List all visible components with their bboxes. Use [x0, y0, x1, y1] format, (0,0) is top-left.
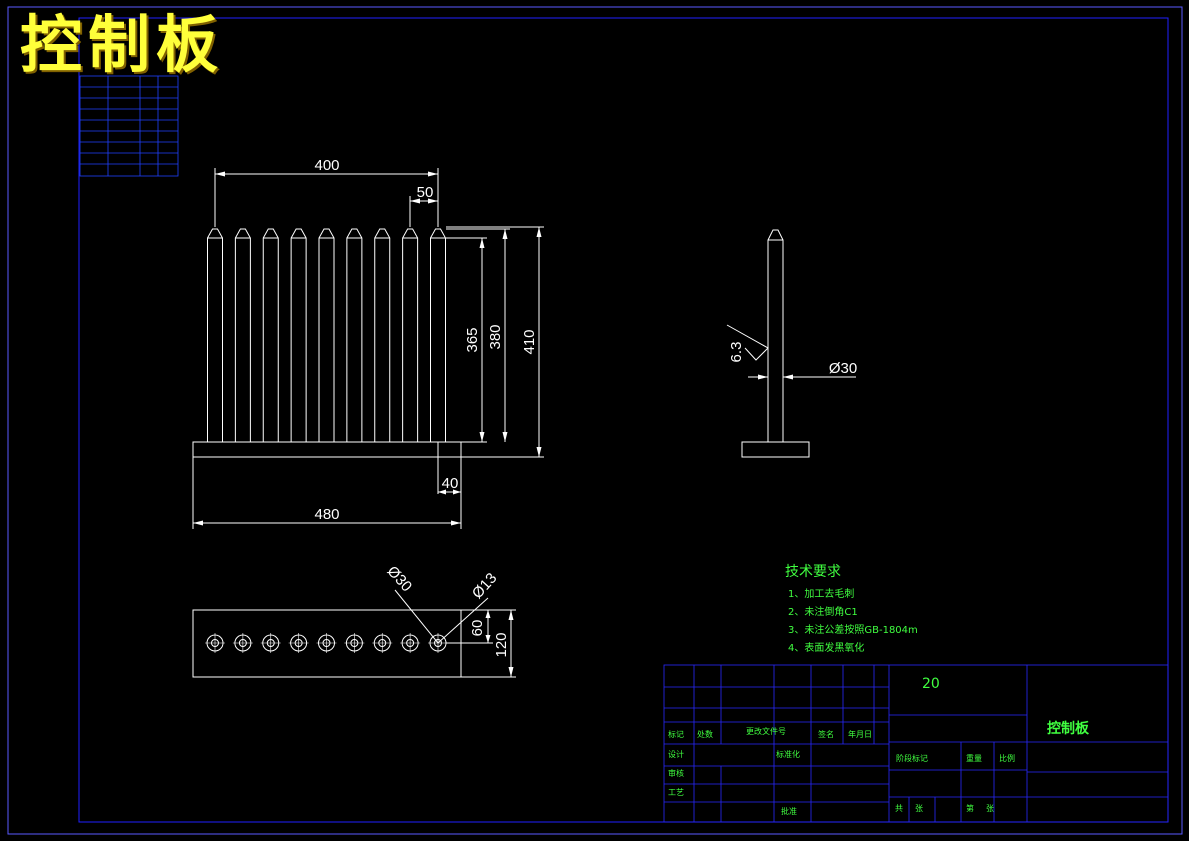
- tb-cell-review: 审核: [668, 768, 684, 778]
- side-dimension-labels: 6.3 Ø30: [728, 342, 857, 377]
- title-block: [663, 664, 1169, 823]
- dim-480: 480: [314, 506, 339, 523]
- dim-365: 365: [464, 327, 481, 352]
- tb-cell-count: 处数: [697, 729, 713, 739]
- pins-front: [207, 228, 446, 442]
- dim-410: 410: [521, 329, 538, 354]
- top-view: [192, 589, 516, 678]
- pin: [318, 228, 335, 442]
- tech-req-item-4: 4、表面发黑氧化: [788, 641, 864, 654]
- dim-roughness-6-3: 6.3: [728, 342, 745, 363]
- tb-cell-total: 共: [895, 804, 903, 813]
- pin: [346, 228, 363, 442]
- tb-cell-mark: 标记: [668, 729, 684, 739]
- title-block-text: 20 控制板 标记 处数 更改文件号 签名 年月日 设计 标准化 审核 工艺 批…: [668, 676, 1090, 816]
- tb-cell-scale: 比例: [999, 753, 1015, 763]
- tech-req-heading: 技术要求: [785, 564, 841, 580]
- leader-phi30: [394, 589, 439, 644]
- dim-phi30-side: Ø30: [829, 360, 857, 377]
- tb-cell-design: 设计: [668, 749, 684, 759]
- leader-phi13: [437, 597, 489, 644]
- side-pin: [767, 229, 784, 442]
- tb-cell-sheets-1: 张: [915, 804, 923, 813]
- tb-cell-process: 工艺: [668, 788, 684, 797]
- tech-req-item-1: 1、加工去毛刺: [788, 588, 854, 600]
- tech-req-item-3: 3、未注公差按照GB-1804m: [788, 623, 918, 636]
- tb-cell-stage-mark: 阶段标记: [896, 753, 928, 763]
- tb-cell-sheet-no: 第: [966, 803, 974, 813]
- pin: [207, 228, 223, 442]
- pin: [262, 228, 279, 442]
- inner-frame: [78, 17, 1169, 823]
- tb-cell-change-doc: 更改文件号: [746, 726, 786, 736]
- roughness-symbol: [726, 324, 769, 361]
- dim-400: 400: [314, 157, 339, 174]
- holes-top: [205, 633, 448, 653]
- outer-frame: [7, 6, 1183, 835]
- front-view: [192, 228, 462, 524]
- dim-50: 50: [417, 184, 434, 201]
- pin: [234, 228, 251, 442]
- drawing-title: 控制板: [20, 8, 225, 81]
- dim-60: 60: [469, 620, 486, 637]
- tb-cell-standardization: 标准化: [776, 749, 800, 759]
- dim-phi13: Ø13: [469, 570, 501, 602]
- pin: [430, 228, 446, 442]
- parts-list-table: [79, 75, 179, 177]
- pin: [402, 228, 419, 442]
- top-plate: [192, 609, 462, 678]
- pin: [374, 228, 391, 442]
- tech-req-item-2: 2、未注倒角C1: [788, 605, 858, 618]
- front-dimension-labels: 400 50 365 380 410 40 480: [314, 157, 538, 523]
- tb-cell-sheets-2: 张: [986, 804, 994, 813]
- tb-cell-weight: 重量: [966, 753, 982, 763]
- pin: [290, 228, 307, 442]
- material-value: 20: [922, 676, 940, 692]
- front-view-dimensions: [192, 168, 544, 529]
- tb-cell-date: 年月日: [848, 729, 872, 739]
- side-base: [741, 441, 810, 458]
- dim-380: 380: [487, 324, 504, 349]
- part-name: 控制板: [1047, 720, 1090, 737]
- tb-cell-signature: 签名: [818, 729, 834, 739]
- technical-requirements: 技术要求 1、加工去毛刺 2、未注倒角C1 3、未注公差按照GB-1804m 4…: [785, 564, 918, 654]
- dim-120: 120: [493, 632, 510, 657]
- tb-cell-approve: 批准: [781, 806, 797, 816]
- dim-40: 40: [442, 475, 459, 492]
- side-view: [726, 229, 856, 458]
- dim-phi30-top: Ø30: [384, 563, 416, 595]
